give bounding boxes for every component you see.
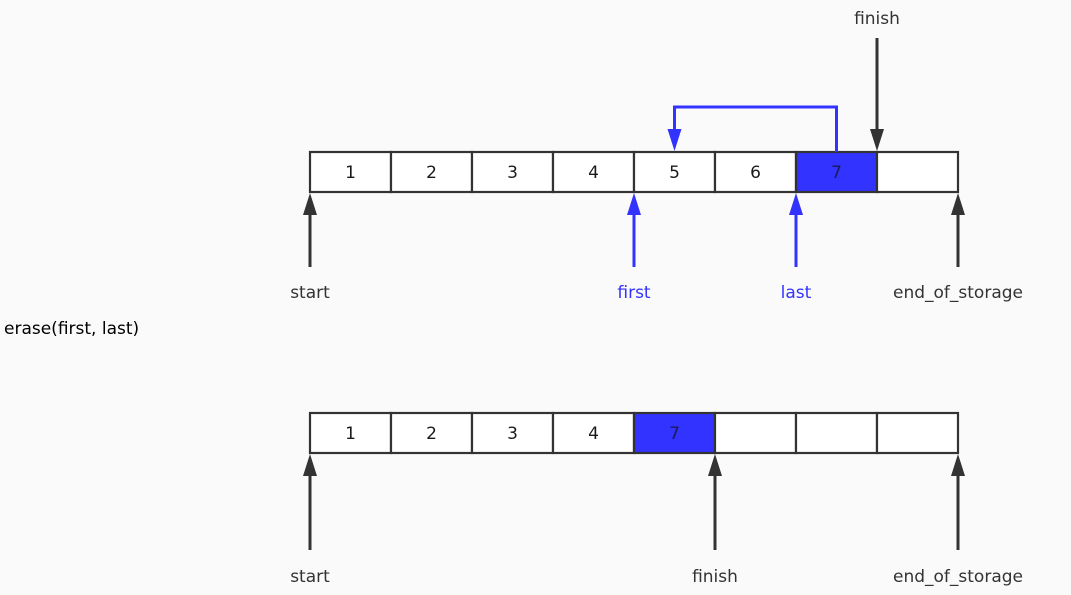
pointer-label-end-of-storage: end_of_storage <box>893 283 1023 303</box>
array-cell-value: 7 <box>669 424 680 444</box>
array-cell <box>794 411 879 455</box>
array-cell-box <box>389 150 474 194</box>
copy-arrow-path <box>673 105 838 152</box>
array-cell: 3 <box>470 411 555 455</box>
arrow-up-icon <box>951 193 965 215</box>
pointer-label-last: last <box>781 283 812 303</box>
array-cell-value: 7 <box>831 163 842 183</box>
pointer-finish: finish <box>854 9 900 151</box>
array-cell: 1 <box>308 411 393 455</box>
array-cell-box <box>470 150 555 194</box>
array-cell-value: 2 <box>426 424 437 444</box>
pointer-start: start <box>290 193 330 303</box>
pointer-label-finish: finish <box>854 9 900 29</box>
array-cell-value: 3 <box>507 424 518 444</box>
array-cell: 6 <box>713 150 798 194</box>
array-cell-box <box>875 411 960 455</box>
array-cell-box <box>632 150 717 194</box>
array-cell: 4 <box>551 411 636 455</box>
array-cell-box <box>713 150 798 194</box>
array-cell-highlighted: 7 <box>794 150 879 194</box>
array-cell-box <box>308 150 393 194</box>
pointer-label-end-of-storage: end_of_storage <box>893 567 1023 587</box>
array-cell-value: 1 <box>345 163 356 183</box>
pointer-end-of-storage: end_of_storage <box>893 193 1023 303</box>
array-cell: 3 <box>470 150 555 194</box>
array-cell: 1 <box>308 150 393 194</box>
array-cell: 2 <box>389 411 474 455</box>
pointer-start: start <box>290 454 330 587</box>
array-cell-box <box>794 150 879 194</box>
copy-arrow <box>667 105 838 152</box>
arrow-up-icon <box>627 193 641 215</box>
before-array-diagram: 1 2 3 4 5 6 7 start first last end_of_storage finis… <box>290 9 1023 303</box>
pointer-label-start: start <box>290 567 330 587</box>
arrow-up-icon <box>303 454 317 476</box>
arrow-up-icon <box>951 454 965 476</box>
pointer-label-first: first <box>617 283 651 303</box>
array-cell: 2 <box>389 150 474 194</box>
array-cell-box <box>875 150 960 194</box>
arrow-down-icon <box>870 129 884 151</box>
array-cell-box <box>794 411 879 455</box>
operation-label: erase(first, last) <box>4 319 139 339</box>
pointer-end-of-storage: end_of_storage <box>893 454 1023 587</box>
array-cell-box <box>551 411 636 455</box>
arrow-up-icon <box>303 193 317 215</box>
array-cell <box>713 411 798 455</box>
arrow-up-icon <box>789 193 803 215</box>
array-cell <box>875 411 960 455</box>
arrow-down-icon <box>667 129 682 151</box>
pointer-last: last <box>781 193 812 303</box>
pointer-first: first <box>617 193 651 303</box>
array-cell-box <box>713 411 798 455</box>
array-cell-highlighted: 7 <box>632 411 717 455</box>
pointer-label-start: start <box>290 283 330 303</box>
array-cell-value: 5 <box>669 163 680 183</box>
pointer-label-finish: finish <box>692 567 738 587</box>
array-cell-value: 3 <box>507 163 518 183</box>
pointer-finish: finish <box>692 454 738 587</box>
array-cell: 4 <box>551 150 636 194</box>
array-cell: 5 <box>632 150 717 194</box>
array-cell-value: 6 <box>750 163 761 183</box>
array-cell-value: 4 <box>588 163 599 183</box>
array-cell <box>875 150 960 194</box>
arrow-up-icon <box>708 454 722 476</box>
array-cell-value: 1 <box>345 424 356 444</box>
after-array-diagram: 1 2 3 4 7 start finish end_of_storage <box>290 411 1023 587</box>
array-cell-value: 4 <box>588 424 599 444</box>
array-cell-value: 2 <box>426 163 437 183</box>
